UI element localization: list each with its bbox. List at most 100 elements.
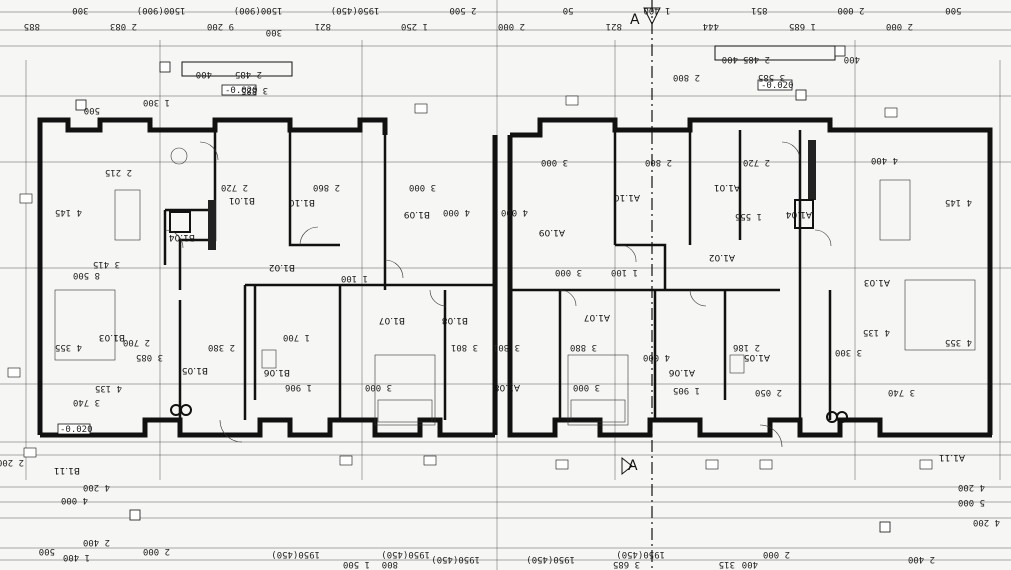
hatched-wall-right bbox=[808, 140, 816, 200]
dimension-label: 3 801 bbox=[451, 342, 478, 352]
door-swings bbox=[164, 141, 832, 448]
bottom-dimension-right: 2 400 bbox=[908, 554, 935, 564]
top-dimension: 1 400 bbox=[643, 5, 670, 15]
top-dimension: 300 bbox=[72, 5, 88, 15]
dimension-label: 4 000 bbox=[443, 207, 470, 217]
mid-dimension: 2 485 bbox=[235, 69, 262, 79]
dimension-label: 1 905 bbox=[673, 385, 700, 395]
dimension-label: 1 555 bbox=[735, 211, 762, 221]
dimension-label: 2 380 bbox=[208, 342, 235, 352]
top-dimension: 1500(900) bbox=[234, 5, 283, 15]
bottom-dimension-chains bbox=[0, 454, 1011, 561]
top-dimension: 444 bbox=[703, 21, 719, 31]
dimension-label: 2 720 bbox=[221, 182, 248, 192]
unit-a-walls bbox=[507, 117, 993, 438]
level-mark-bottom: -0.020 bbox=[60, 425, 93, 435]
top-dimension: 1 250 bbox=[401, 21, 428, 31]
top-dimension: 821 bbox=[606, 21, 622, 31]
dimension-label: 2 186 bbox=[733, 342, 760, 352]
top-dimension: 851 bbox=[751, 5, 767, 15]
room-label: A1.01 bbox=[714, 182, 740, 192]
bottom-dimension-center: 1 500 bbox=[343, 559, 370, 569]
dimension-label: 4 145 bbox=[55, 207, 82, 217]
room-label: A1.05 bbox=[744, 352, 770, 362]
dimension-label: 1 906 bbox=[285, 382, 312, 392]
dimension-label: 4 135 bbox=[95, 383, 122, 393]
bottom-dimension-center: 3 685 bbox=[613, 559, 640, 569]
bottom-dimension-center: 1950(450) bbox=[526, 554, 575, 564]
room-label: B1.09 bbox=[404, 209, 430, 219]
room-label: B1.10 bbox=[289, 197, 315, 207]
top-dimension: 2 000 bbox=[886, 21, 913, 31]
room-label: A1.06 bbox=[669, 367, 695, 377]
furniture bbox=[54, 147, 976, 426]
room-label: A1.04 bbox=[786, 209, 812, 219]
dimension-label: 2 700 bbox=[123, 337, 150, 347]
room-label: A1.09 bbox=[539, 227, 565, 237]
bottom-dimension-center: 1950(450) bbox=[431, 554, 480, 564]
level-mark-box-left bbox=[221, 84, 257, 96]
mid-dimension: 1 300 bbox=[143, 97, 170, 107]
dimension-label: 4 135 bbox=[863, 327, 890, 337]
grid-tags bbox=[7, 45, 933, 533]
mid-dimension: 3 585 bbox=[758, 72, 785, 82]
bottom-dimension-right: 5 000 bbox=[958, 497, 985, 507]
room-label: A1.08 bbox=[494, 382, 520, 392]
section-arrow-bottom bbox=[621, 456, 633, 476]
top-dimension: 50 bbox=[563, 5, 574, 15]
bottom-dimension-left: 1 400 bbox=[63, 552, 90, 562]
bottom-dimension-left: 500 bbox=[39, 546, 55, 556]
dimension-label: 4 355 bbox=[55, 342, 82, 352]
dimension-label: 3 000 bbox=[409, 182, 436, 192]
bottom-dimension-center: 1950(450) bbox=[271, 549, 320, 559]
level-mark-box-right bbox=[757, 79, 793, 91]
room-label: A1.10 bbox=[614, 192, 640, 202]
bottom-dimension-center: 1950(450) bbox=[616, 549, 665, 559]
room-label: B1.06 bbox=[264, 367, 290, 377]
dimension-label: 2 215 bbox=[105, 167, 132, 177]
dimension-label: 1 700 bbox=[283, 332, 310, 342]
bottom-dimension-left: 4 200 bbox=[83, 482, 110, 492]
dimension-label: 3 740 bbox=[888, 387, 915, 397]
dimension-label: 2 860 bbox=[313, 182, 340, 192]
chimney-right bbox=[794, 199, 814, 229]
dimension-label: 2 800 bbox=[645, 157, 672, 167]
mid-dimension: 300 bbox=[266, 27, 282, 37]
dimension-label: 3 801 bbox=[493, 342, 520, 352]
room-label: B1.05 bbox=[182, 365, 208, 375]
grid-lines bbox=[0, 40, 1011, 480]
room-label: A1.11 bbox=[939, 452, 965, 462]
dimension-label: 4 145 bbox=[945, 197, 972, 207]
dimension-label: 3 000 bbox=[541, 157, 568, 167]
mid-dimension: 400 bbox=[196, 69, 212, 79]
top-dimension: 1 685 bbox=[789, 21, 816, 31]
bottom-dimension-center: 1950(450) bbox=[381, 549, 430, 559]
mid-dimension: 3 885 bbox=[241, 85, 268, 95]
dimension-label: 3 740 bbox=[73, 397, 100, 407]
dimension-label: 4 355 bbox=[945, 337, 972, 347]
mid-dimension: 2 800 bbox=[673, 72, 700, 82]
top-dimension: 2 000 bbox=[837, 5, 864, 15]
level-mark-right: -0.020 bbox=[761, 81, 794, 91]
unit-b-walls bbox=[37, 117, 498, 438]
mid-dimension: 400 bbox=[844, 54, 860, 64]
bottom-dimension-left: 4 000 bbox=[61, 495, 88, 505]
bottom-dimension-center: 315 bbox=[719, 559, 735, 569]
bottom-dimension-right: 2 000 bbox=[763, 549, 790, 559]
section-arrow-top bbox=[643, 7, 661, 26]
room-label: B1.07 bbox=[379, 315, 405, 325]
dimension-label: 4 000 bbox=[501, 207, 528, 217]
dimension-label: 3 000 bbox=[555, 267, 582, 277]
top-dimension: 2 000 bbox=[498, 21, 525, 31]
level-mark-box-bottom bbox=[57, 423, 91, 435]
bottom-dimension-left: 2 400 bbox=[83, 537, 110, 547]
top-dimension: 2 500 bbox=[449, 5, 476, 15]
balcony-left bbox=[181, 61, 293, 77]
room-label: A1.03 bbox=[864, 277, 890, 287]
section-label-bottom: A bbox=[628, 458, 638, 474]
dimension-label: 3 880 bbox=[570, 342, 597, 352]
dimension-label: 3 415 bbox=[93, 259, 120, 269]
top-dimension: 2 083 bbox=[110, 21, 137, 31]
